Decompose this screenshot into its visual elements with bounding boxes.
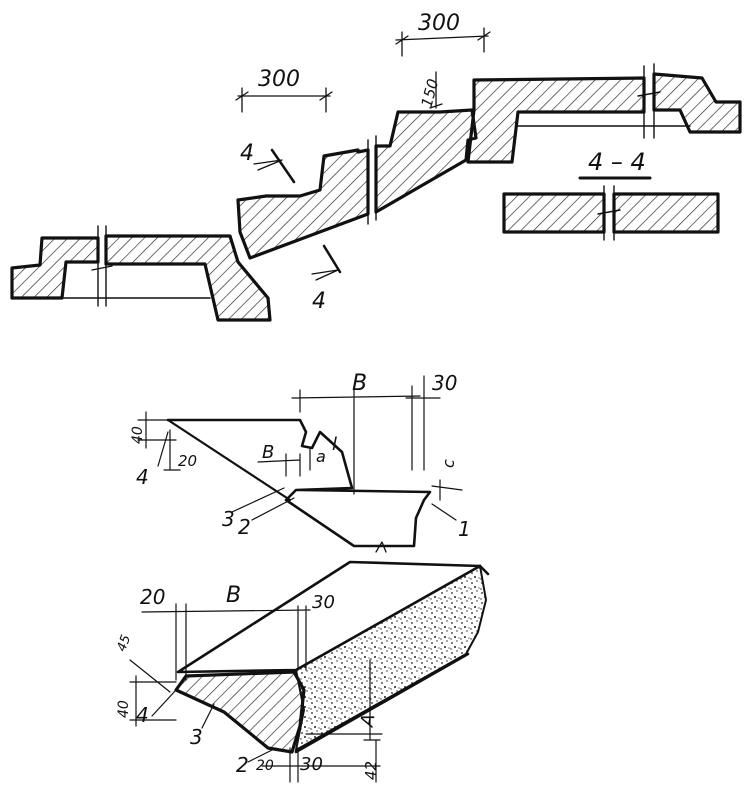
dim-30: 30 <box>432 371 457 395</box>
top-stair-section: 300 300 150 4 4 4 – 4 <box>10 11 742 322</box>
callout-1: 1 <box>458 517 471 541</box>
callout-2-bottom: 2 <box>236 753 249 777</box>
dim-B-bottom: B <box>226 583 241 608</box>
dim-small-B: B <box>262 442 274 463</box>
dim-30-top: 30 <box>312 592 335 613</box>
left-landing-slab-2 <box>104 234 272 322</box>
dim-30-bottom: 30 <box>300 754 323 775</box>
dim-small-l: l <box>332 434 337 455</box>
block-concrete-face <box>294 564 488 752</box>
step-profile-outline <box>166 418 432 548</box>
section-cut-arrows <box>253 148 342 281</box>
dim-small-a: a <box>316 447 326 466</box>
dim-40-bottom: 40 <box>116 700 132 718</box>
dim-small-c: c <box>439 459 458 468</box>
dim-45: 45 <box>114 633 134 654</box>
dim-riser: 150 <box>418 77 443 109</box>
dim-20-bottom: 20 <box>256 758 274 774</box>
stair-flight <box>236 148 370 260</box>
callout-leaders <box>157 431 457 521</box>
block-bottom-edge <box>294 564 490 754</box>
dim-40: 40 <box>130 426 146 444</box>
step-break-mark <box>375 541 387 553</box>
bottom-dimension-lines <box>129 603 383 783</box>
dim-tread-right: 300 <box>418 11 460 36</box>
callout-3: 3 <box>222 507 235 531</box>
block-end-section <box>174 670 306 754</box>
callout-4-bottom: 4 <box>136 703 149 727</box>
callout-4: 4 <box>136 465 149 489</box>
step-diagonal <box>166 418 292 502</box>
middle-dimension-lines <box>137 375 463 501</box>
callout-3-bottom: 3 <box>190 725 203 749</box>
dim-A: A <box>357 712 380 729</box>
section-title: 4 – 4 <box>588 148 646 176</box>
bottom-callout-leaders <box>151 689 277 763</box>
break-lines <box>91 63 661 307</box>
section-mark-top: 4 <box>240 141 254 166</box>
dim-tread-left: 300 <box>258 67 300 92</box>
middle-step-profile: B 30 40 20 B a l c 1 2 3 4 <box>130 371 471 553</box>
bottom-step-block: 20 B 30 45 40 20 30 42 A 2 3 4 <box>114 560 490 783</box>
top-dimension-lines <box>235 27 491 113</box>
left-landing-slab <box>10 236 100 300</box>
dim-20: 20 <box>178 452 197 470</box>
section-4-4-slab <box>502 192 720 234</box>
upper-landing-slab-2 <box>652 72 742 134</box>
dim-width-B: B <box>352 371 367 396</box>
stair-flight-upper <box>374 108 478 214</box>
section-mark-bottom: 4 <box>312 289 326 314</box>
dim-20-top: 20 <box>140 585 165 609</box>
dim-42: 42 <box>362 761 380 780</box>
callout-2: 2 <box>238 515 251 539</box>
